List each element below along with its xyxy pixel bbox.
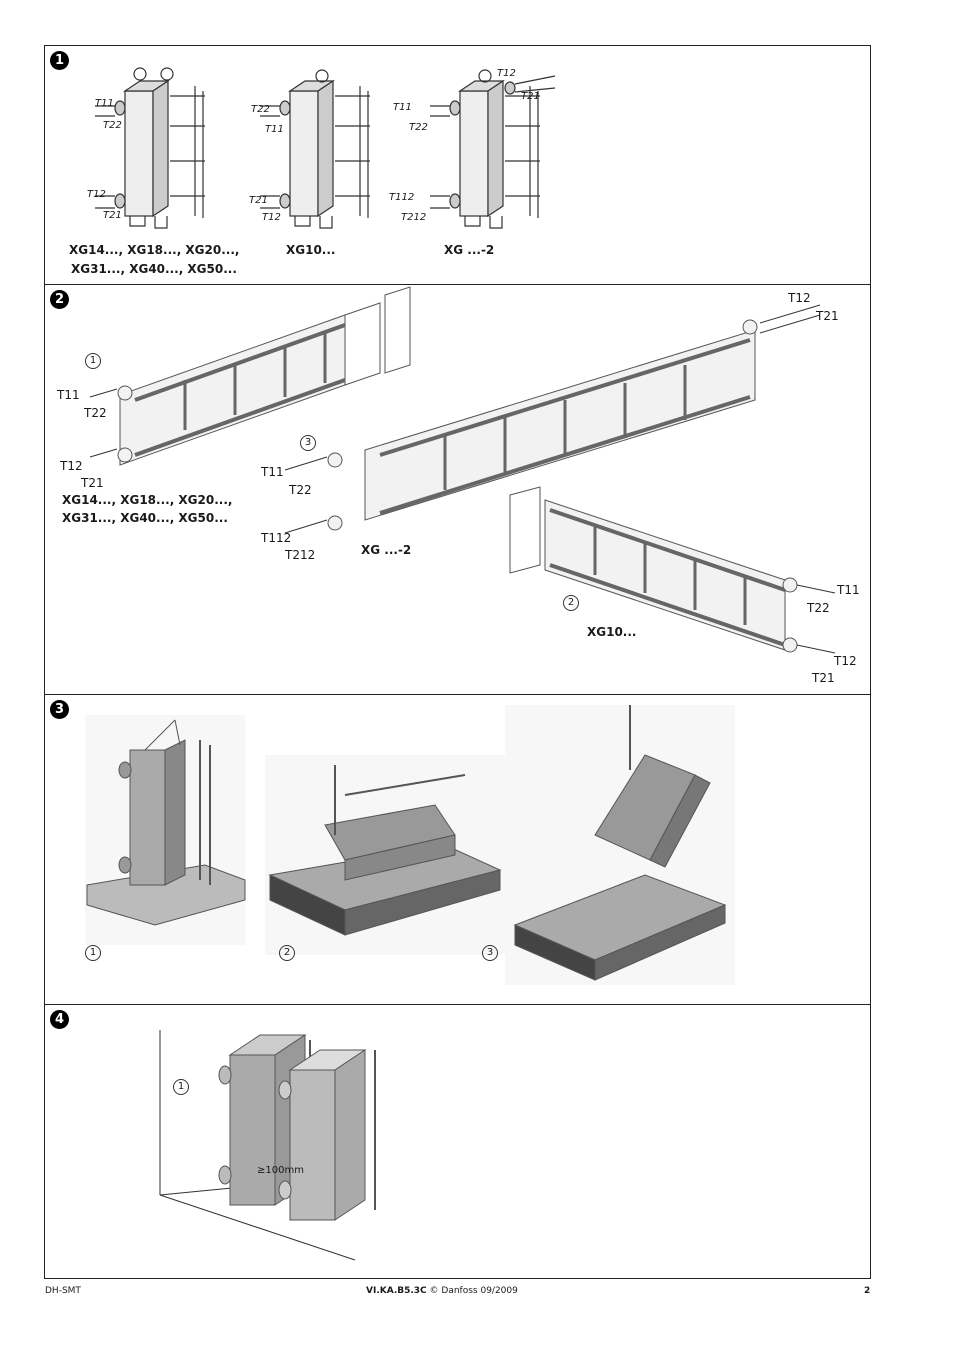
label-t21: T21 — [521, 91, 540, 102]
panel-2: 2 — [45, 284, 870, 694]
lifting-horizontal-on-pallet — [265, 755, 505, 955]
label-t11: T11 — [261, 465, 284, 479]
label-t12: T12 — [834, 654, 857, 668]
panel-4-drawing — [159, 1030, 376, 1261]
panel-number: 3 — [50, 700, 69, 719]
caption-xg-2: XG ...-2 — [444, 243, 495, 257]
label-t11: T11 — [393, 102, 412, 113]
label-t12: T12 — [788, 291, 811, 305]
label-t212: T212 — [401, 212, 427, 223]
label-t212: T212 — [285, 548, 316, 562]
marker-1: 1 — [85, 353, 101, 369]
label-t112: T112 — [261, 531, 292, 545]
label-t11: T11 — [837, 583, 860, 597]
exploded-plate-pack-right — [509, 486, 798, 653]
label-t12: T12 — [497, 68, 516, 79]
label-t11: T11 — [265, 124, 284, 135]
label-t12: T12 — [87, 189, 106, 200]
spacing-label: ≥100mm — [257, 1165, 304, 1176]
marker-3: 3 — [300, 435, 316, 451]
caption-models: XG14..., XG18..., XG20..., — [69, 243, 240, 257]
label-t21: T21 — [103, 210, 122, 221]
caption-models: XG31..., XG40..., XG50... — [71, 262, 237, 276]
heat-exchanger-b — [260, 69, 370, 229]
label-t21: T21 — [812, 671, 835, 685]
panel-4: 4 — [45, 1004, 870, 1278]
document-code: VI.KA.B5.3C — [366, 1286, 427, 1296]
label-t22: T22 — [409, 122, 428, 133]
panel-number: 2 — [50, 290, 69, 309]
page-frame: 1 — [44, 45, 871, 1279]
panel-number: 4 — [50, 1010, 69, 1029]
exploded-plate-pack-left — [117, 286, 411, 466]
label-t12: T12 — [262, 212, 281, 223]
marker-1: 1 — [85, 945, 101, 961]
footer-document: VI.KA.B5.3C © Danfoss 09/2009 — [366, 1286, 518, 1296]
page-number: 2 — [864, 1286, 871, 1296]
panel-3: 3 — [45, 694, 870, 1004]
heat-exchanger-a — [95, 67, 205, 229]
footer-code: DH-SMT — [45, 1286, 81, 1296]
panel-3-drawing — [85, 705, 735, 985]
copyright: © Danfoss 09/2009 — [429, 1286, 518, 1296]
label-t12: T12 — [60, 459, 83, 473]
panel-1: 1 — [45, 46, 870, 284]
marker-2: 2 — [563, 595, 579, 611]
caption-models: XG14..., XG18..., XG20..., — [62, 493, 233, 507]
caption-xg10: XG10... — [286, 243, 336, 257]
marker-2: 2 — [279, 945, 295, 961]
heat-exchanger-unit — [278, 1049, 376, 1221]
label-t11: T11 — [95, 98, 114, 109]
marker-1: 1 — [173, 1079, 189, 1095]
label-t21: T21 — [816, 309, 839, 323]
label-t22: T22 — [84, 406, 107, 420]
panel-1-drawing — [95, 67, 556, 229]
label-t22: T22 — [103, 120, 122, 131]
label-t22: T22 — [251, 104, 270, 115]
marker-3: 3 — [482, 945, 498, 961]
caption-xg-2: XG ...-2 — [361, 543, 412, 557]
label-t21: T21 — [81, 476, 104, 490]
panel-number: 1 — [50, 51, 69, 70]
panel-2-drawing — [89, 286, 836, 654]
label-t21: T21 — [249, 195, 268, 206]
lifting-upright-on-pallet — [85, 715, 246, 945]
heat-exchanger-c — [430, 69, 556, 229]
label-t22: T22 — [289, 483, 312, 497]
exploded-plate-pack-middle — [327, 319, 758, 531]
label-t112: T112 — [389, 192, 415, 203]
label-t11: T11 — [57, 388, 80, 402]
label-t22: T22 — [807, 601, 830, 615]
tilting-on-pallet — [505, 705, 735, 985]
caption-models: XG31..., XG40..., XG50... — [62, 511, 228, 525]
caption-xg10: XG10... — [587, 625, 637, 639]
